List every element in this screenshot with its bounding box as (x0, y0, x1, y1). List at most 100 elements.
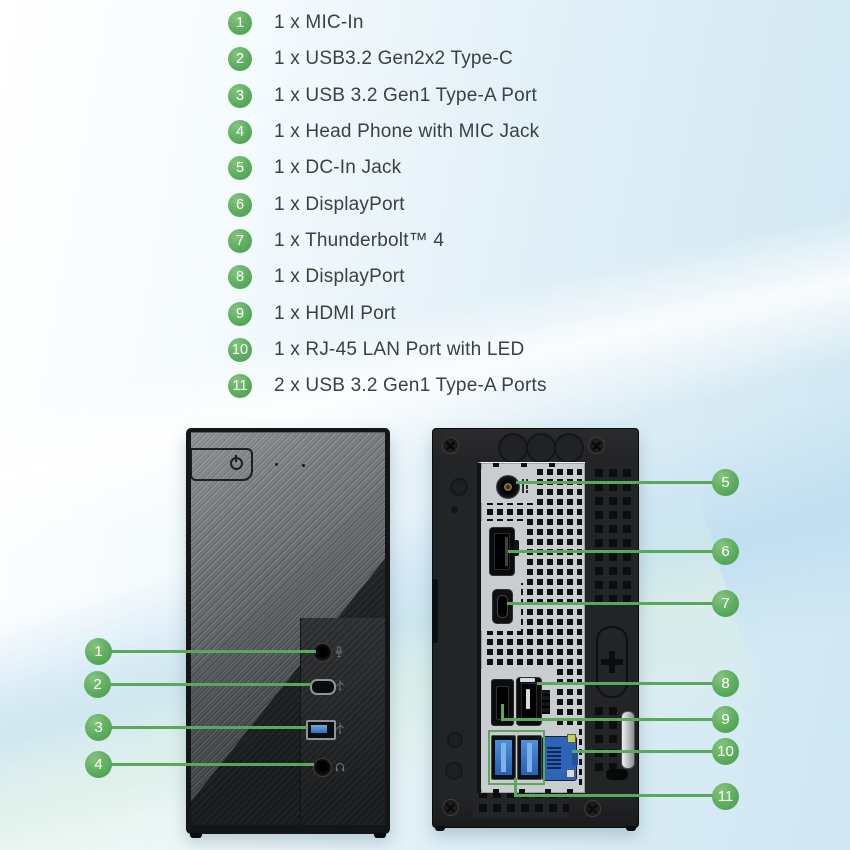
headphone-icon (335, 763, 345, 772)
port-slot (497, 595, 508, 618)
headphone-jack (313, 758, 332, 777)
usb-a-port (306, 720, 336, 740)
callout-badge-2: 2 (84, 671, 111, 698)
port-latch-nub (514, 540, 519, 556)
list-number-badge: 4 (228, 120, 252, 145)
case-hole (451, 506, 458, 513)
thunderbolt-4-port (492, 589, 513, 624)
list-item-label: 1 x HDMI Port (274, 302, 396, 324)
lan-pins (547, 746, 561, 771)
list-item: 10 1 x RJ-45 LAN Port with LED (228, 332, 547, 368)
callout-line-2 (97, 683, 312, 686)
knockout-circle (498, 433, 528, 463)
metal-clip (621, 711, 635, 769)
mic-icon (335, 646, 343, 657)
screw-icon (584, 800, 601, 817)
screw-icon (442, 437, 459, 454)
list-number-badge: 2 (228, 47, 252, 72)
list-item-label: 1 x USB3.2 Gen2x2 Type-C (274, 48, 513, 70)
mini-pc-back-view (432, 428, 639, 831)
callout-badge-6: 6 (712, 538, 739, 565)
screw-icon (442, 799, 459, 816)
callout-badge-5: 5 (712, 469, 739, 496)
list-item: 2 1 x USB3.2 Gen2x2 Type-C (228, 41, 547, 77)
list-item: 7 1 x Thunderbolt™ 4 (228, 223, 547, 259)
dc-in-jack (496, 475, 520, 499)
callout-badge-4: 4 (85, 751, 112, 778)
plate-tab (545, 789, 551, 793)
callout-line-5 (516, 481, 714, 484)
list-number-badge: 7 (228, 228, 252, 253)
callout-badge-9: 9 (712, 706, 739, 733)
list-item-label: 1 x DC-In Jack (274, 157, 402, 179)
lan-led-link (566, 769, 575, 778)
list-item-label: 1 x RJ-45 LAN Port with LED (274, 338, 525, 360)
port-highlight (526, 689, 530, 709)
callout-line-4 (98, 763, 314, 766)
callout-badge-8: 8 (712, 670, 739, 697)
dc-icon (526, 490, 528, 493)
usb-icon (336, 680, 344, 691)
plus-icon (609, 651, 615, 673)
usb-tongue (527, 743, 532, 772)
list-item: 8 1 x DisplayPort (228, 259, 547, 295)
device-foot (374, 833, 386, 838)
callout-badge-11: 11 (712, 783, 739, 810)
lan-led-activity (567, 734, 576, 743)
list-item-label: 1 x USB 3.2 Gen1 Type-A Port (274, 84, 537, 106)
plate-tab (521, 463, 527, 467)
callout-line-10 (572, 750, 714, 753)
usb-c-port (310, 679, 336, 695)
plate-tab (493, 789, 499, 793)
knockout-circle (554, 433, 584, 463)
callout-badge-3: 3 (85, 714, 112, 741)
mini-pc-front-view (186, 428, 390, 838)
callout-line-7 (507, 602, 714, 605)
list-item-label: 1 x Thunderbolt™ 4 (274, 229, 445, 251)
power-icon (230, 455, 243, 470)
callout-line-1 (98, 650, 316, 653)
led-indicator (275, 463, 278, 466)
list-item: 3 1 x USB 3.2 Gen1 Type-A Port (228, 78, 547, 114)
list-number-badge: 10 (228, 337, 252, 362)
list-number-badge: 8 (228, 265, 252, 290)
usb-pair-highlight-bracket (488, 730, 545, 785)
list-number-badge: 11 (228, 374, 252, 399)
callout-line-8 (537, 682, 714, 685)
vent-grid (589, 701, 619, 777)
dc-pin (504, 483, 512, 491)
front-panel (191, 432, 385, 825)
mount-bracket-cutout (596, 626, 628, 698)
dc-icon (526, 485, 528, 489)
list-number-badge: 3 (228, 83, 252, 108)
device-foot (435, 826, 445, 831)
vent-grid (589, 465, 635, 609)
cable-clip (433, 579, 438, 643)
list-number-badge: 1 (228, 11, 252, 36)
case-hole (447, 732, 463, 748)
screw-icon (588, 437, 605, 454)
usb-a-port-2 (517, 735, 542, 780)
callout-line-11 (514, 778, 517, 797)
plate-tab (519, 789, 525, 793)
lan-clip (572, 751, 578, 766)
callout-line-6 (508, 550, 714, 553)
plate-tab (549, 463, 555, 467)
callout-badge-10: 10 (712, 738, 739, 765)
callout-line-9 (501, 704, 504, 721)
callout-line-9 (501, 718, 713, 721)
callout-badge-1: 1 (85, 638, 112, 665)
list-item-label: 1 x DisplayPort (274, 266, 405, 288)
plate-tab (567, 789, 573, 793)
device-foot (626, 826, 636, 831)
list-item-label: 1 x DisplayPort (274, 193, 405, 215)
usb-tongue (311, 725, 327, 733)
device-foot (190, 833, 202, 838)
